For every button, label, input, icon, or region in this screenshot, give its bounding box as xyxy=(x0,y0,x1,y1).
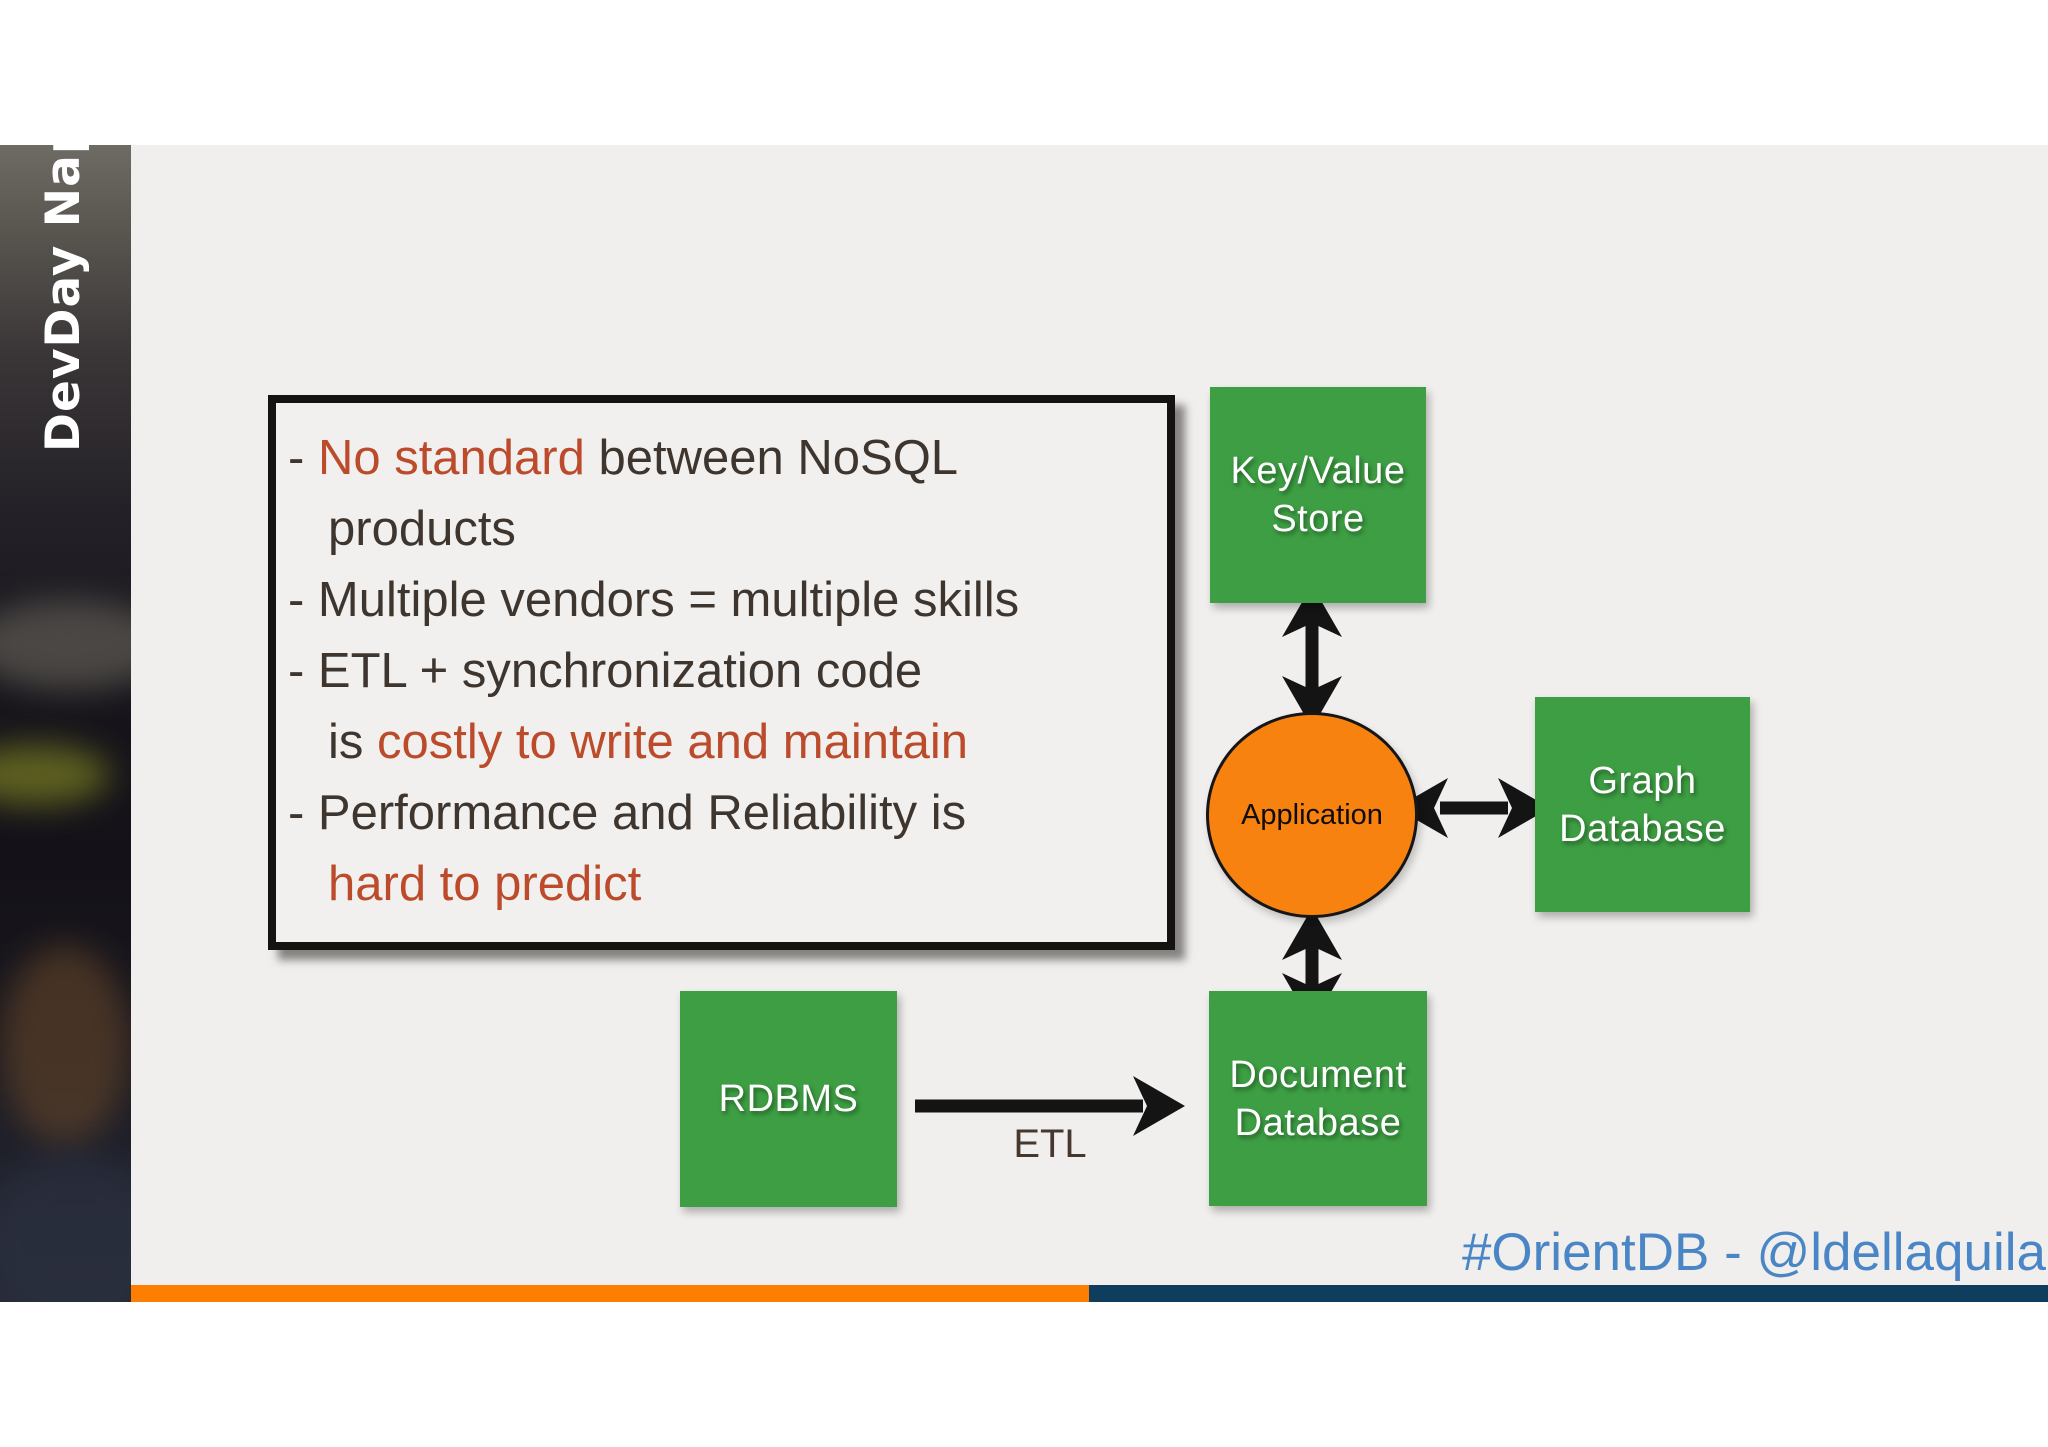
note-line-segment: - ETL + synchronization code xyxy=(288,644,923,698)
note-line-segment: is xyxy=(328,715,377,769)
footer-bar-orange xyxy=(131,1285,1089,1302)
note-line: - No standard between NoSQL xyxy=(288,423,1157,494)
note-line-segment: costly to write and maintain xyxy=(377,715,968,769)
etl-edge-label: ETL xyxy=(1013,1122,1087,1166)
note-line-segment: No standard xyxy=(317,431,585,485)
note-line: - ETL + synchronization code xyxy=(288,636,1157,707)
photo-blur-blob xyxy=(0,1155,131,1302)
note-line-segment: between NoSQL xyxy=(584,431,959,485)
node-document-database: Document Database xyxy=(1209,991,1427,1206)
node-application: Application xyxy=(1206,712,1418,918)
node-rdbms: RDBMS xyxy=(680,991,897,1207)
footer-hashtag-handle: #OrientDB - @ldellaquila xyxy=(1461,1223,2046,1282)
photo-blur-blob xyxy=(0,945,130,1145)
note-line: - Multiple vendors = multiple skills xyxy=(288,565,1157,636)
note-line: products xyxy=(288,494,1157,565)
photo-blur-blob xyxy=(0,600,131,690)
photo-blur-blob xyxy=(0,745,110,805)
note-line-segment: hard to predict xyxy=(328,857,642,911)
event-title-vertical: DevDay Napoli xyxy=(36,51,91,452)
note-line: hard to predict xyxy=(288,849,1157,920)
node-graph-database: Graph Database xyxy=(1535,697,1750,912)
application-label: Application xyxy=(1241,798,1383,831)
note-box: - No standard between NoSQL products - Mul… xyxy=(268,395,1175,950)
note-line: - Performance and Reliability is xyxy=(288,778,1157,849)
note-line-segment: products xyxy=(328,502,516,556)
footer-bar-blue xyxy=(1089,1285,2048,1302)
note-line: is costly to write and maintain xyxy=(288,707,1157,778)
note-line-segment: - Performance and Reliability is xyxy=(288,786,967,840)
sidebar-photo-strip xyxy=(0,145,131,1302)
note-line-segment: - xyxy=(288,431,318,485)
node-key-value-store: Key/Value Store xyxy=(1210,387,1426,603)
note-line-segment: - Multiple vendors = multiple skills xyxy=(288,573,1020,627)
